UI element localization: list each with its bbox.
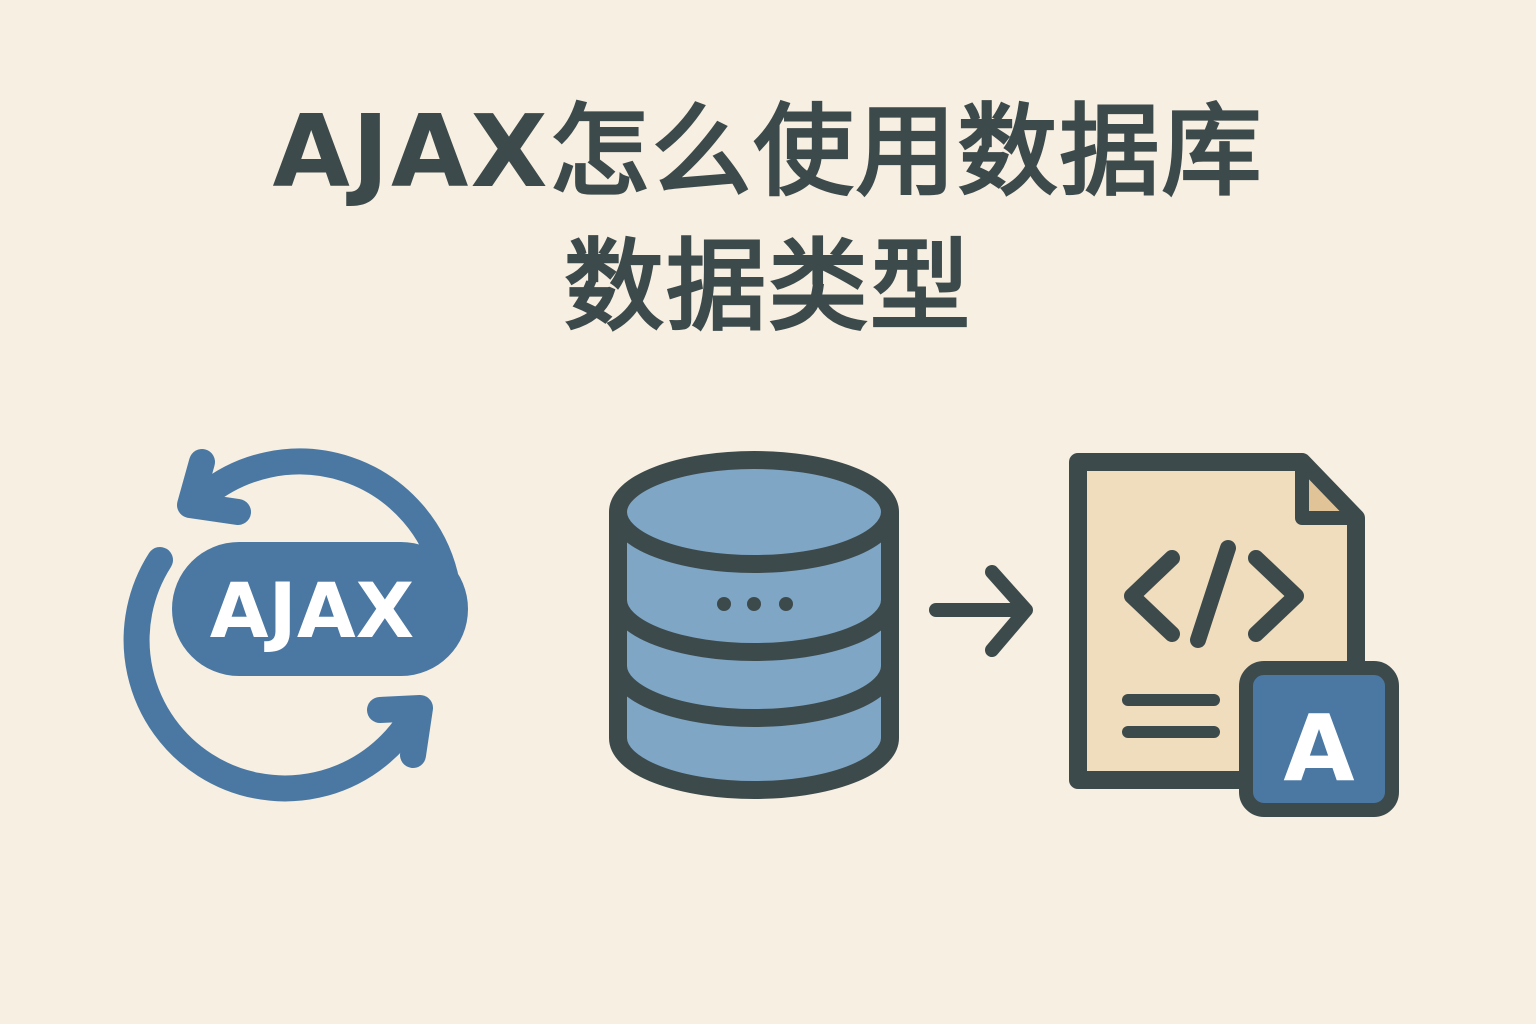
ajax-cycle-icon: AJAX: [123, 448, 468, 802]
database-icon: [609, 451, 899, 799]
page-title-line-2: 数据类型: [564, 228, 972, 345]
document-lines: [1122, 694, 1220, 738]
page-title-line-1: AJAX怎么使用数据库: [272, 93, 1264, 210]
arrow-right-icon: [929, 565, 1033, 657]
ajax-badge-label: AJAX: [210, 566, 415, 655]
type-badge-label: A: [1283, 695, 1354, 802]
type-a-icon: A: [1239, 661, 1399, 817]
code-glyph: [1124, 540, 1304, 648]
ajax-badge: [172, 542, 468, 676]
